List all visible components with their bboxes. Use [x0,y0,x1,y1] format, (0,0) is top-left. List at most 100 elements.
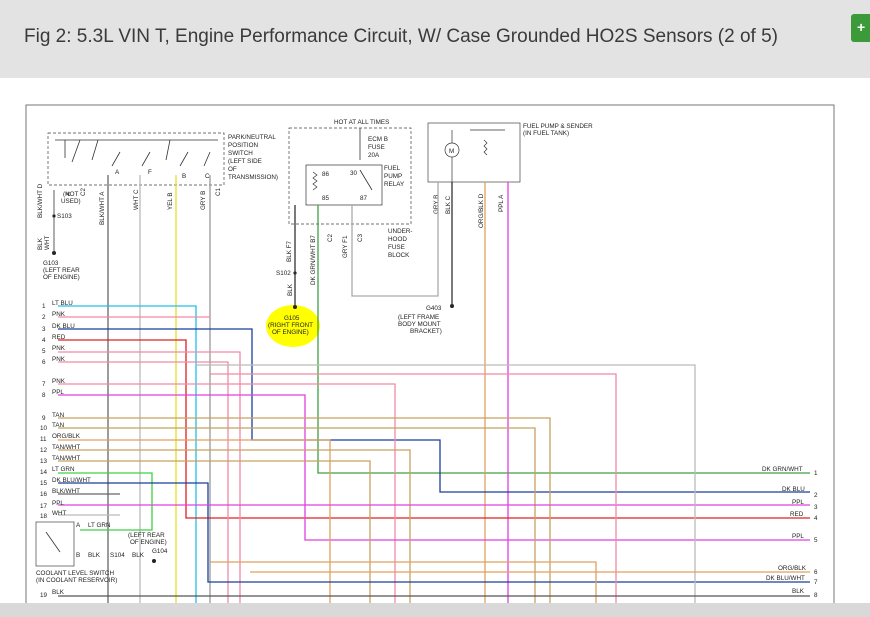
relay-pin-86: 86 [322,171,330,178]
coolant-switch-label-2: (IN COOLANT RESERVOIR) [36,577,117,584]
park-neutral-contacts [55,139,218,167]
svg-text:PPL: PPL [792,499,804,506]
switch-letter-f: F [148,169,152,176]
svg-text:C3: C3 [357,233,364,242]
g103-label-2: (LEFT REAR [43,267,80,274]
svg-text:6: 6 [42,359,46,366]
park-neutral-label-3: SWITCH [228,150,253,157]
coolant-wire-b2: BLK [132,552,145,559]
svg-text:2: 2 [814,492,818,499]
side-action-button[interactable]: + [851,14,870,42]
svg-text:14: 14 [40,469,48,476]
switch-letter-b: B [182,173,186,180]
g105-highlight [266,305,320,347]
svg-text:BLK F7: BLK F7 [286,241,293,262]
motor-label: M [449,148,454,155]
svg-text:A: A [65,191,72,196]
svg-text:TAN/WHT: TAN/WHT [52,444,80,451]
g403-label: G403 [426,305,442,312]
svg-text:5: 5 [814,537,818,544]
svg-text:DK BLU: DK BLU [52,323,75,330]
svg-text:8: 8 [814,592,818,599]
svg-text:11: 11 [40,436,47,443]
fuse-block-vertical-labels: BLK F7 DK GRN/WHT B7 C2 GRY F1 C3 BLK [286,233,364,296]
svg-text:PNK: PNK [52,345,66,352]
svg-text:1: 1 [42,303,46,310]
g104-desc-2: OF ENGINE) [130,539,167,546]
svg-text:WHT: WHT [44,236,51,250]
plus-icon: + [857,19,866,35]
g104-ground [152,559,156,563]
svg-text:C2: C2 [327,233,334,242]
svg-text:19: 19 [40,592,48,599]
svg-text:BLK/WHT D: BLK/WHT D [37,183,44,218]
svg-text:PNK: PNK [52,356,66,363]
svg-text:ORG/BLK: ORG/BLK [52,433,81,440]
svg-text:BLK/WHT: BLK/WHT [52,488,80,495]
svg-text:4: 4 [814,515,818,522]
svg-text:BLK: BLK [287,283,294,296]
underhood-fuse-block-box [288,127,412,225]
fuel-pump-vertical-labels: GRY B BLK C ORG/BLK D PPL A [433,193,505,228]
park-neutral-label-5: OF [228,166,237,173]
not-used-label-2: USED) [61,198,81,205]
svg-text:ORG/BLK: ORG/BLK [778,565,807,572]
svg-text:WHT: WHT [52,510,66,517]
svg-text:7: 7 [814,579,818,586]
svg-text:TAN: TAN [52,422,65,429]
fuel-pump-sender-1: FUEL PUMP & SENDER [523,123,593,130]
svg-text:16: 16 [40,491,48,498]
ecm-fuse-1: ECM B [368,136,388,143]
svg-text:PPL: PPL [792,533,804,540]
fuel-pump-relay-3: RELAY [384,181,405,188]
svg-text:RED: RED [790,511,804,518]
svg-text:DK GRN/WHT B7: DK GRN/WHT B7 [310,235,317,285]
ecm-fuse-3: 20A [368,152,380,159]
svg-text:GRY B: GRY B [433,195,440,214]
g104-label: G104 [152,548,168,555]
relay-pin-30: 30 [350,170,358,177]
svg-text:PNK: PNK [52,311,66,318]
svg-text:4: 4 [42,337,46,344]
coolant-level-switch-box [35,521,75,567]
s104-label: S104 [110,552,125,559]
park-neutral-switch-box [47,132,225,186]
svg-text:3: 3 [814,504,818,511]
hot-at-all-times: HOT AT ALL TIMES [334,119,389,126]
svg-text:DK GRN/WHT: DK GRN/WHT [762,466,803,473]
svg-text:PNK: PNK [52,378,66,385]
park-neutral-label-1: PARK/NEUTRAL [228,134,276,141]
svg-text:YEL B: YEL B [167,192,174,210]
coolant-wire-a: LT GRN [88,522,111,529]
fuel-pump-relay-1: FUEL [384,165,401,172]
svg-text:ORG/BLK D: ORG/BLK D [478,193,485,228]
svg-text:WHT C: WHT C [133,189,140,210]
svg-text:15: 15 [40,480,48,487]
svg-text:PPL: PPL [52,389,64,396]
g105-label-2: (RIGHT FRONT [268,322,313,329]
bottom-scroll-bar[interactable] [0,603,870,617]
switch-letter-a: A [115,169,120,176]
coolant-pin-a: A [76,522,81,529]
g403-desc-2: BODY MOUNT [398,321,441,328]
wires [53,175,810,605]
svg-text:9: 9 [42,415,46,422]
fuel-pump-sender-2: (IN FUEL TANK) [523,130,569,137]
svg-text:10: 10 [40,425,48,432]
s103-label: S103 [57,213,72,220]
svg-text:C1: C1 [215,187,222,196]
switch-vertical-labels: BLK/WHT D A C2 BLK/WHT A WHT C YEL B GRY… [37,183,222,250]
svg-text:PPL: PPL [52,500,64,507]
svg-text:17: 17 [40,503,48,510]
svg-text:C2: C2 [80,187,87,196]
park-neutral-label-4: (LEFT SIDE [228,158,262,165]
g403-desc-3: BRACKET) [410,328,442,335]
svg-text:TAN: TAN [52,412,65,419]
svg-text:8: 8 [42,392,46,399]
svg-text:7: 7 [42,381,46,388]
g103-label-3: OF ENGINE) [43,274,80,281]
g403-desc-1: (LEFT FRAME [398,314,439,321]
